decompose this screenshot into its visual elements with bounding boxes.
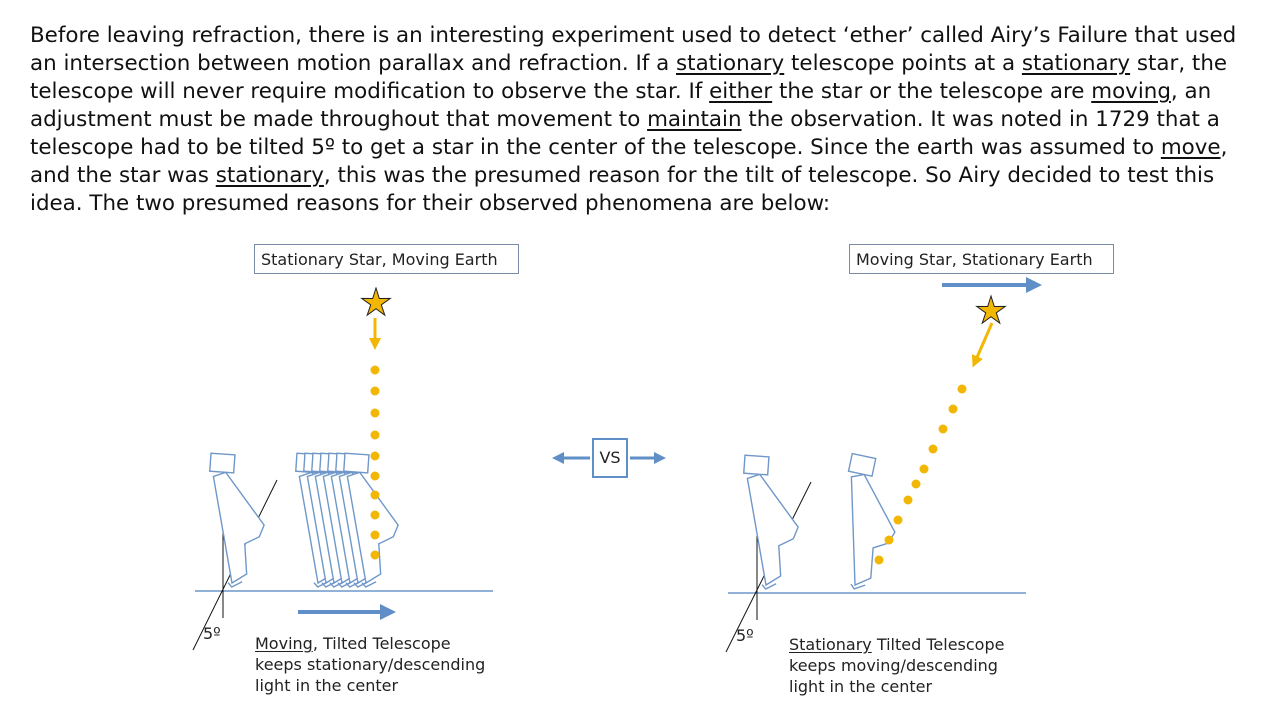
intro-underlined-word: move <box>1160 135 1221 160</box>
left-moving-telescopes <box>287 452 404 590</box>
right-caption-rest: Tilted Telescope <box>871 635 1005 654</box>
left-angle-label: 5º <box>203 624 221 643</box>
left-caption-line3: light in the center <box>255 676 399 695</box>
intro-underlined-word: stationary <box>215 163 324 188</box>
intro-text-run: the observation. It was noted in 1729 th… <box>30 107 1220 160</box>
left-panel-title: Stationary Star, Moving Earth <box>254 244 519 274</box>
left-stationary-telescope <box>201 452 270 590</box>
intro-underlined-word: stationary <box>676 51 785 76</box>
right-caption-line2: keeps moving/descending <box>789 656 998 675</box>
right-panel-title: Moving Star, Stationary Earth <box>849 244 1114 274</box>
left-light-dots <box>370 365 380 560</box>
right-light-dots <box>874 384 967 565</box>
intro-text-run: the star or the telescope are <box>772 79 1092 104</box>
star-icon <box>975 294 1007 325</box>
intro-underlined-word: stationary <box>1021 51 1131 76</box>
right-light-arrow <box>971 322 994 368</box>
intro-text-run: Before leaving refraction, there is an i… <box>30 23 1237 76</box>
right-angle-label: 5º <box>736 626 754 645</box>
left-caption-rest: , Tilted Telescope <box>312 634 451 653</box>
right-caption-underlined: Stationary <box>789 635 872 654</box>
left-caption-underlined: Moving <box>255 634 313 653</box>
right-scene <box>725 277 1042 653</box>
intro-paragraph: Before leaving refraction, there is an i… <box>30 22 1260 218</box>
right-caption: Stationary Tilted Telescope keeps moving… <box>789 634 1004 697</box>
right-stationary-telescope <box>735 454 804 592</box>
left-scene <box>192 286 493 651</box>
right-caption-line3: light in the center <box>789 677 933 696</box>
intro-text-run: , and the star was <box>30 135 1228 188</box>
intro-text-run: telescope points at a <box>784 51 1022 76</box>
left-caption-line2: keeps stationary/descending <box>255 655 486 674</box>
intro-text-run: star, the telescope will never require m… <box>30 51 1228 104</box>
vs-box: VS <box>592 438 628 478</box>
left-caption: Moving, Tilted Telescope keeps stationar… <box>255 633 485 696</box>
star-icon <box>360 286 392 317</box>
intro-underlined-word: either <box>709 79 773 104</box>
intro-underlined-word: moving <box>1091 79 1171 104</box>
intro-text-run: , an adjustment must be made throughout … <box>30 79 1212 132</box>
intro-underlined-word: maintain <box>647 107 742 132</box>
intro-text-run: , this was the presumed reason for the t… <box>30 163 1215 216</box>
